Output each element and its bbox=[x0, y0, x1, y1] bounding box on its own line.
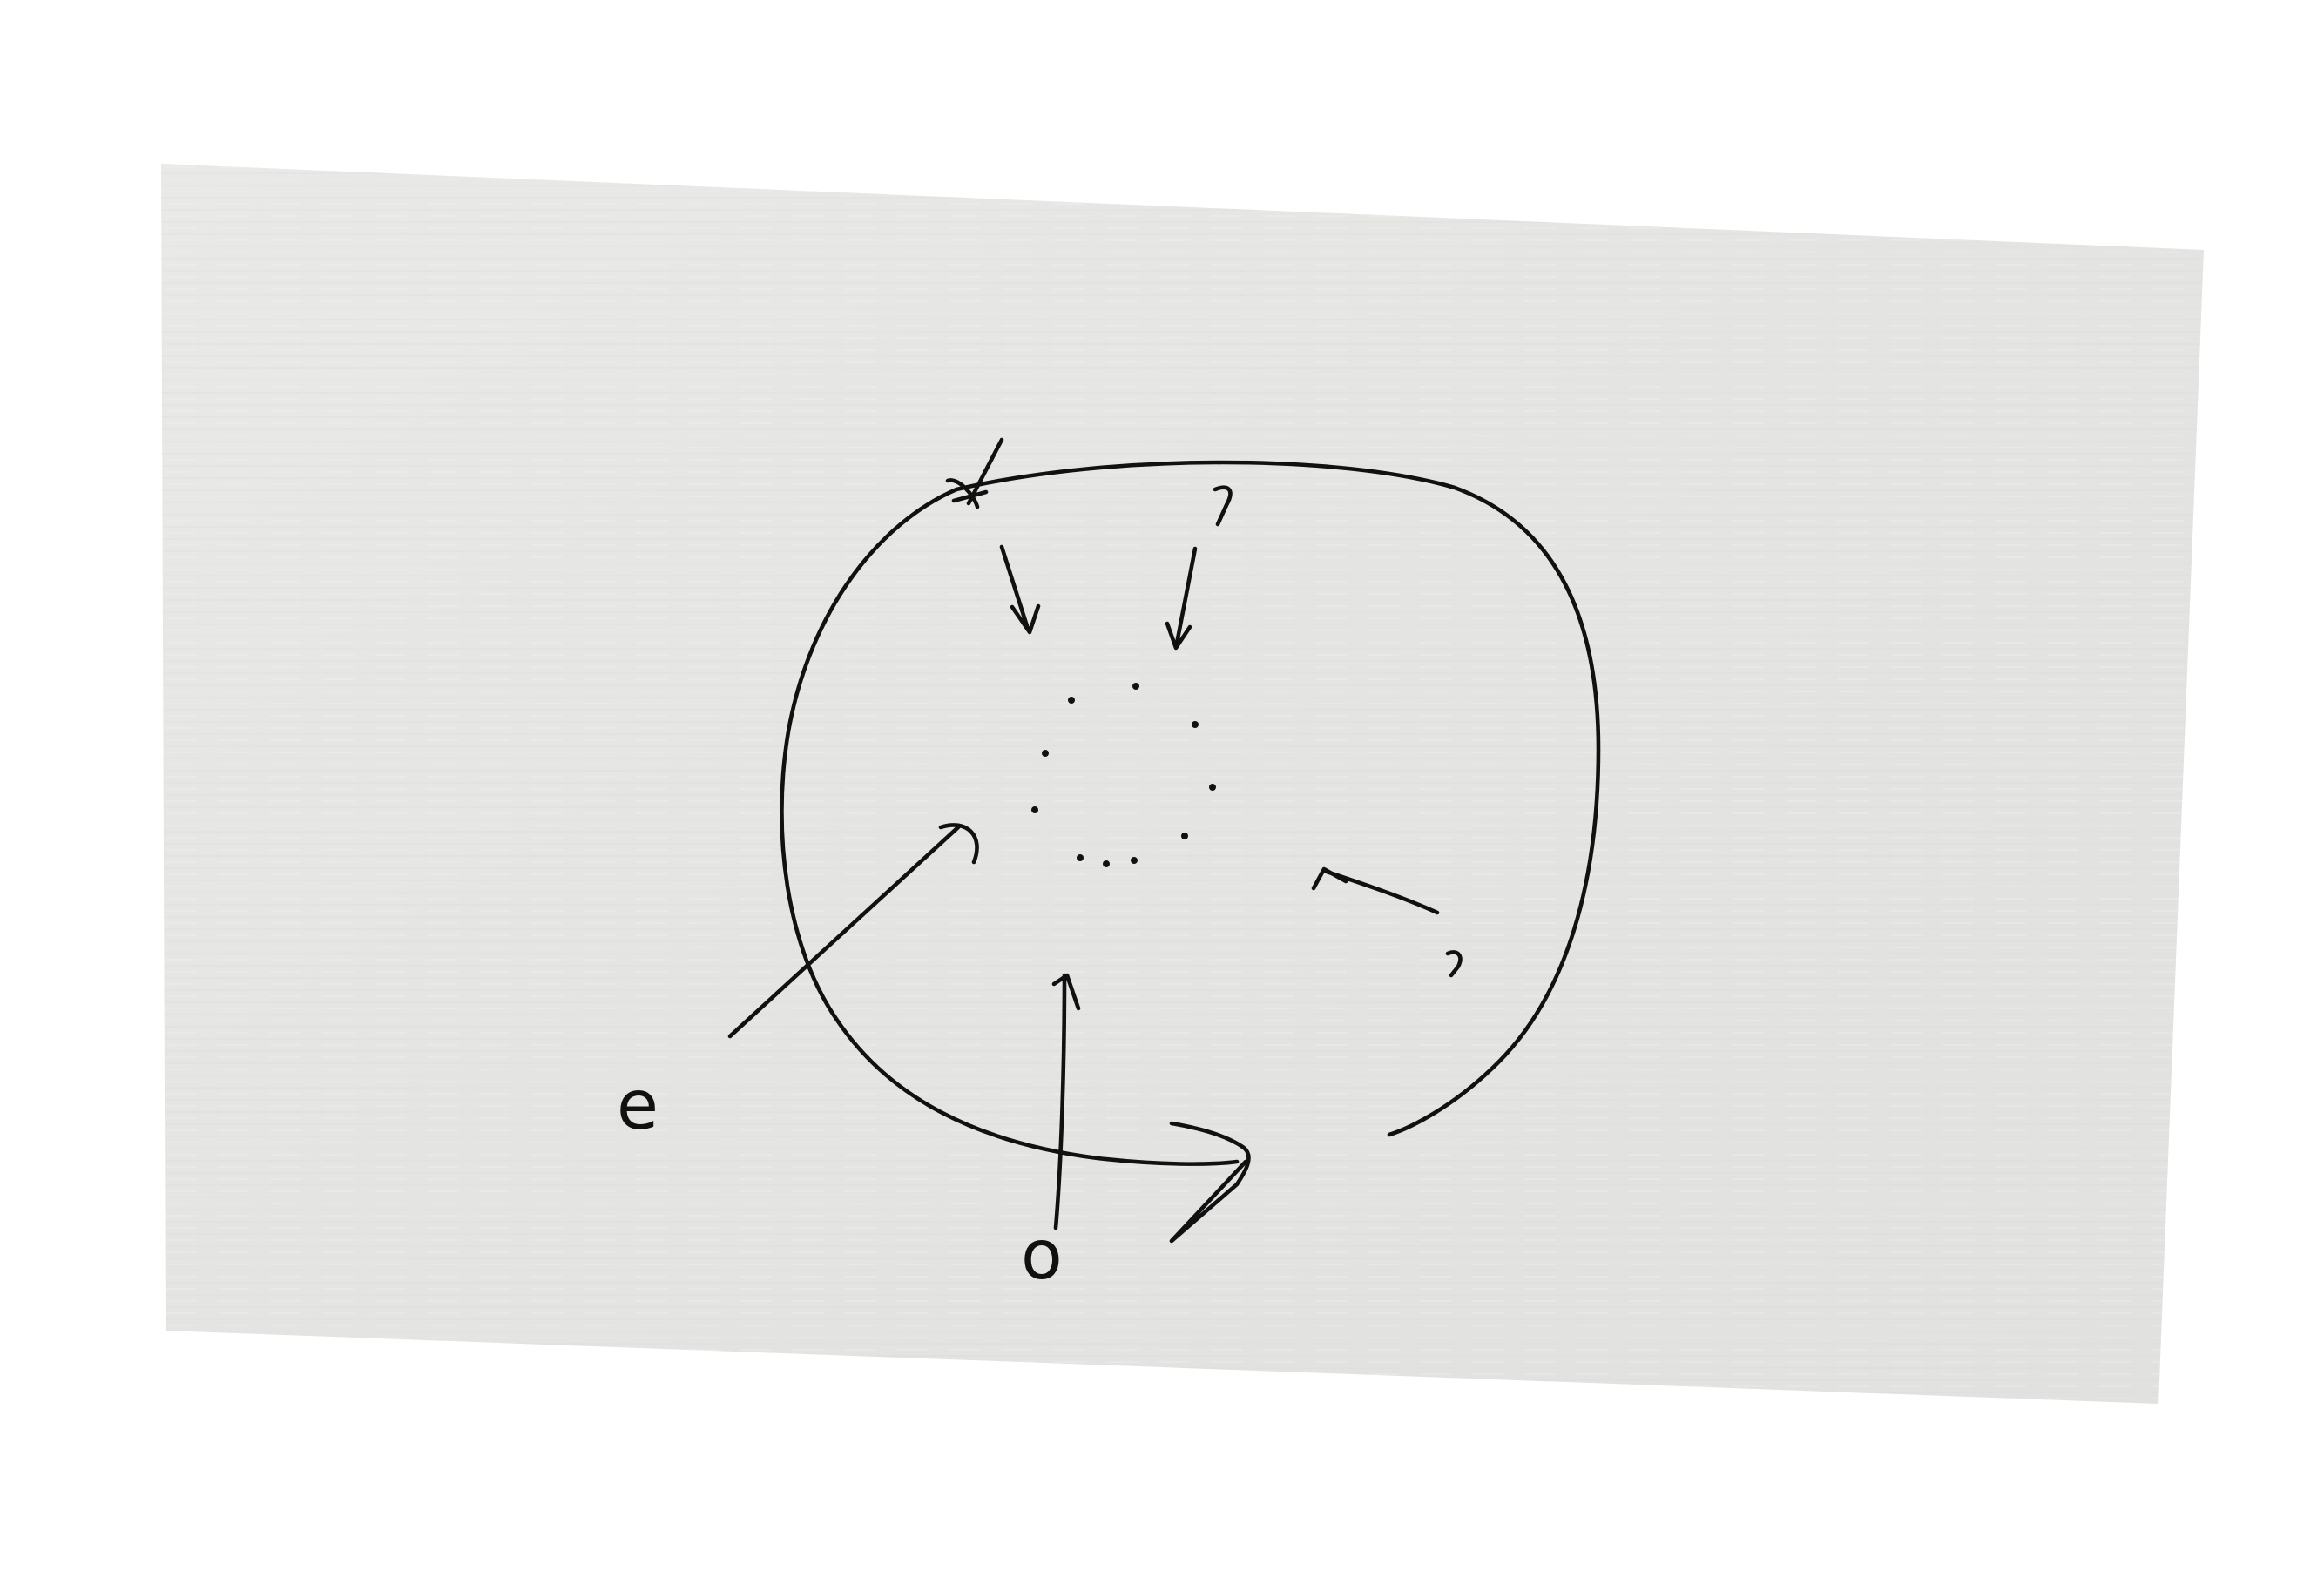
tick-mark-top-right bbox=[1213, 485, 1233, 527]
loop-curve bbox=[780, 460, 1601, 1166]
arrow-left bbox=[727, 823, 979, 1039]
label-o: o bbox=[1021, 1217, 1063, 1295]
center-dot bbox=[1209, 784, 1216, 791]
paper-texture bbox=[161, 164, 2204, 1404]
comma-mark-right bbox=[1445, 950, 1463, 978]
zigzag-mark bbox=[1169, 1121, 1251, 1244]
star-mark bbox=[945, 437, 1004, 509]
center-dot bbox=[1103, 860, 1110, 867]
center-dot bbox=[1042, 750, 1049, 757]
center-dot bbox=[1181, 833, 1188, 839]
center-dot bbox=[1192, 721, 1199, 728]
center-dot bbox=[1031, 806, 1038, 813]
label-e: e bbox=[617, 1067, 659, 1145]
center-dot bbox=[1131, 857, 1138, 864]
arrow-top-left bbox=[999, 544, 1041, 635]
center-dot bbox=[1068, 697, 1075, 704]
center-dot bbox=[1132, 683, 1139, 690]
arrow-top-right bbox=[1165, 546, 1198, 651]
arrow-right bbox=[1311, 866, 1440, 915]
center-dot bbox=[1077, 854, 1084, 861]
arrow-bottom bbox=[1051, 973, 1081, 1230]
